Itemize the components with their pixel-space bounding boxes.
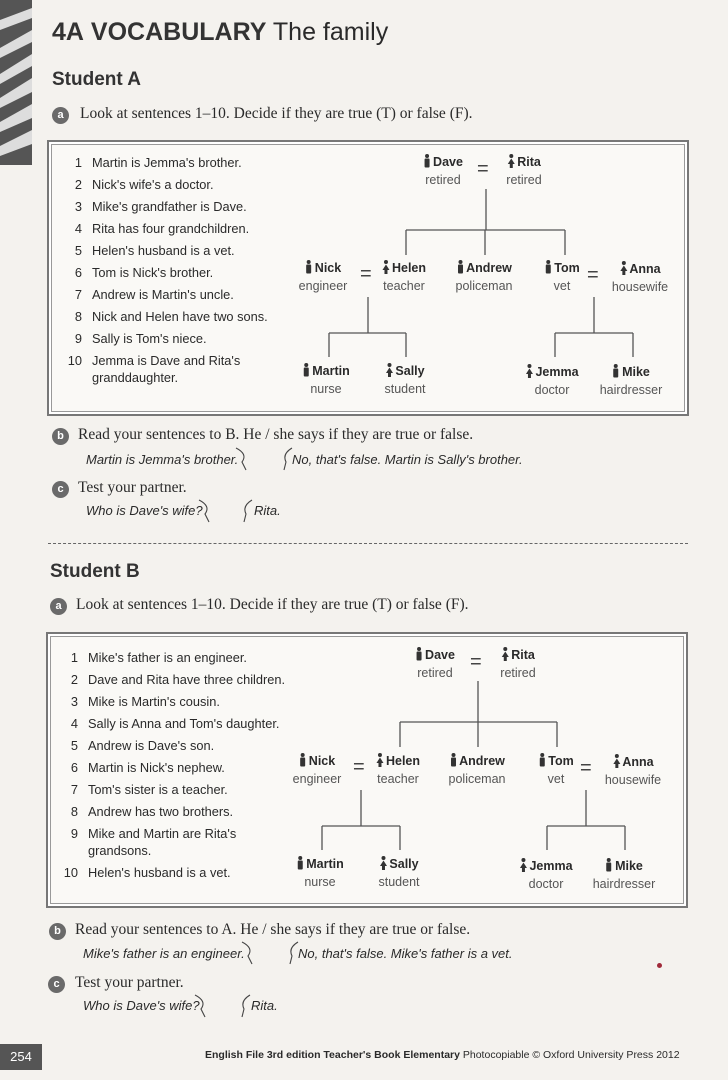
step-b-instruction: Read your sentences to A. He / she says … [75,921,471,938]
woman-icon [382,260,390,278]
speech-tail-icon [194,994,206,1018]
woman-icon [612,754,620,772]
page-title: 4A VOCABULARY The family [52,18,388,47]
woman-icon [501,647,509,665]
woman-icon [619,261,627,279]
step-a-badge: a [52,107,69,124]
speech-tail-icon [241,941,253,965]
step-a-badge: a [50,598,67,615]
footer-copyright: Photocopiable © Oxford University Press … [462,1049,680,1061]
man-icon [299,753,307,771]
student-b-heading: Student B [50,561,140,582]
step-b-instruction: Read your sentences to B. He / she says … [78,426,474,443]
student-a-heading: Student A [52,69,142,90]
footer-book-title: English File 3rd edition Teacher's Book … [205,1049,460,1061]
man-icon [605,858,613,876]
man-icon [305,260,313,278]
step-a-instruction: Look at sentences 1–10. Decide if they a… [76,596,469,613]
student-b-exercise-box [46,632,688,908]
example-speech-2: Rita. [251,998,278,1013]
topic-label: The family [272,18,389,46]
marriage-equals: = [360,263,372,285]
footer-credit: English File 3rd edition Teacher's Book … [205,1049,680,1061]
example-speech-2: Rita. [254,503,281,518]
man-icon [456,260,464,278]
woman-icon [519,858,527,876]
speech-tail-icon [235,447,247,471]
step-c-badge: c [52,481,69,498]
woman-icon [379,856,387,874]
example-speech-2: No, that's false. Mike's father is a vet… [298,946,513,961]
woman-icon [376,753,384,771]
speech-tail-icon [241,994,251,1018]
man-icon [538,753,546,771]
speech-tail-icon [198,499,210,523]
woman-icon [507,154,515,172]
marriage-equals: = [477,158,489,180]
example-speech-1: Who is Dave's wife? [83,998,200,1013]
man-icon [544,260,552,278]
woman-icon [525,364,533,382]
step-a-instruction: Look at sentences 1–10. Decide if they a… [80,105,473,122]
unit-number: 4A [52,18,84,46]
speech-tail-icon [283,447,293,471]
step-c-instruction: Test your partner. [75,974,184,991]
stray-mark [657,963,662,968]
page-number: 254 [0,1044,42,1070]
step-c-badge: c [48,976,65,993]
section-label: VOCABULARY [90,18,267,46]
marriage-equals: = [587,264,599,286]
cut-line-divider [48,543,688,544]
example-speech-1: Who is Dave's wife? [86,503,203,518]
speech-tail-icon [243,499,253,523]
marriage-equals: = [353,756,365,778]
man-icon [423,154,431,172]
example-speech-1: Martin is Jemma's brother. [86,452,239,467]
man-icon [449,753,457,771]
marriage-equals: = [470,651,482,673]
step-b-badge: b [52,428,69,445]
step-c-instruction: Test your partner. [78,479,187,496]
sunburst-decoration [0,0,32,165]
man-icon [612,364,620,382]
example-speech-1: Mike's father is an engineer. [83,946,245,961]
marriage-equals: = [580,757,592,779]
woman-icon [385,363,393,381]
man-icon [415,647,423,665]
step-b-badge: b [49,923,66,940]
man-icon [302,363,310,381]
speech-tail-icon [289,941,299,965]
man-icon [296,856,304,874]
example-speech-2: No, that's false. Martin is Sally's brot… [292,452,523,467]
student-a-exercise-box [47,140,689,416]
